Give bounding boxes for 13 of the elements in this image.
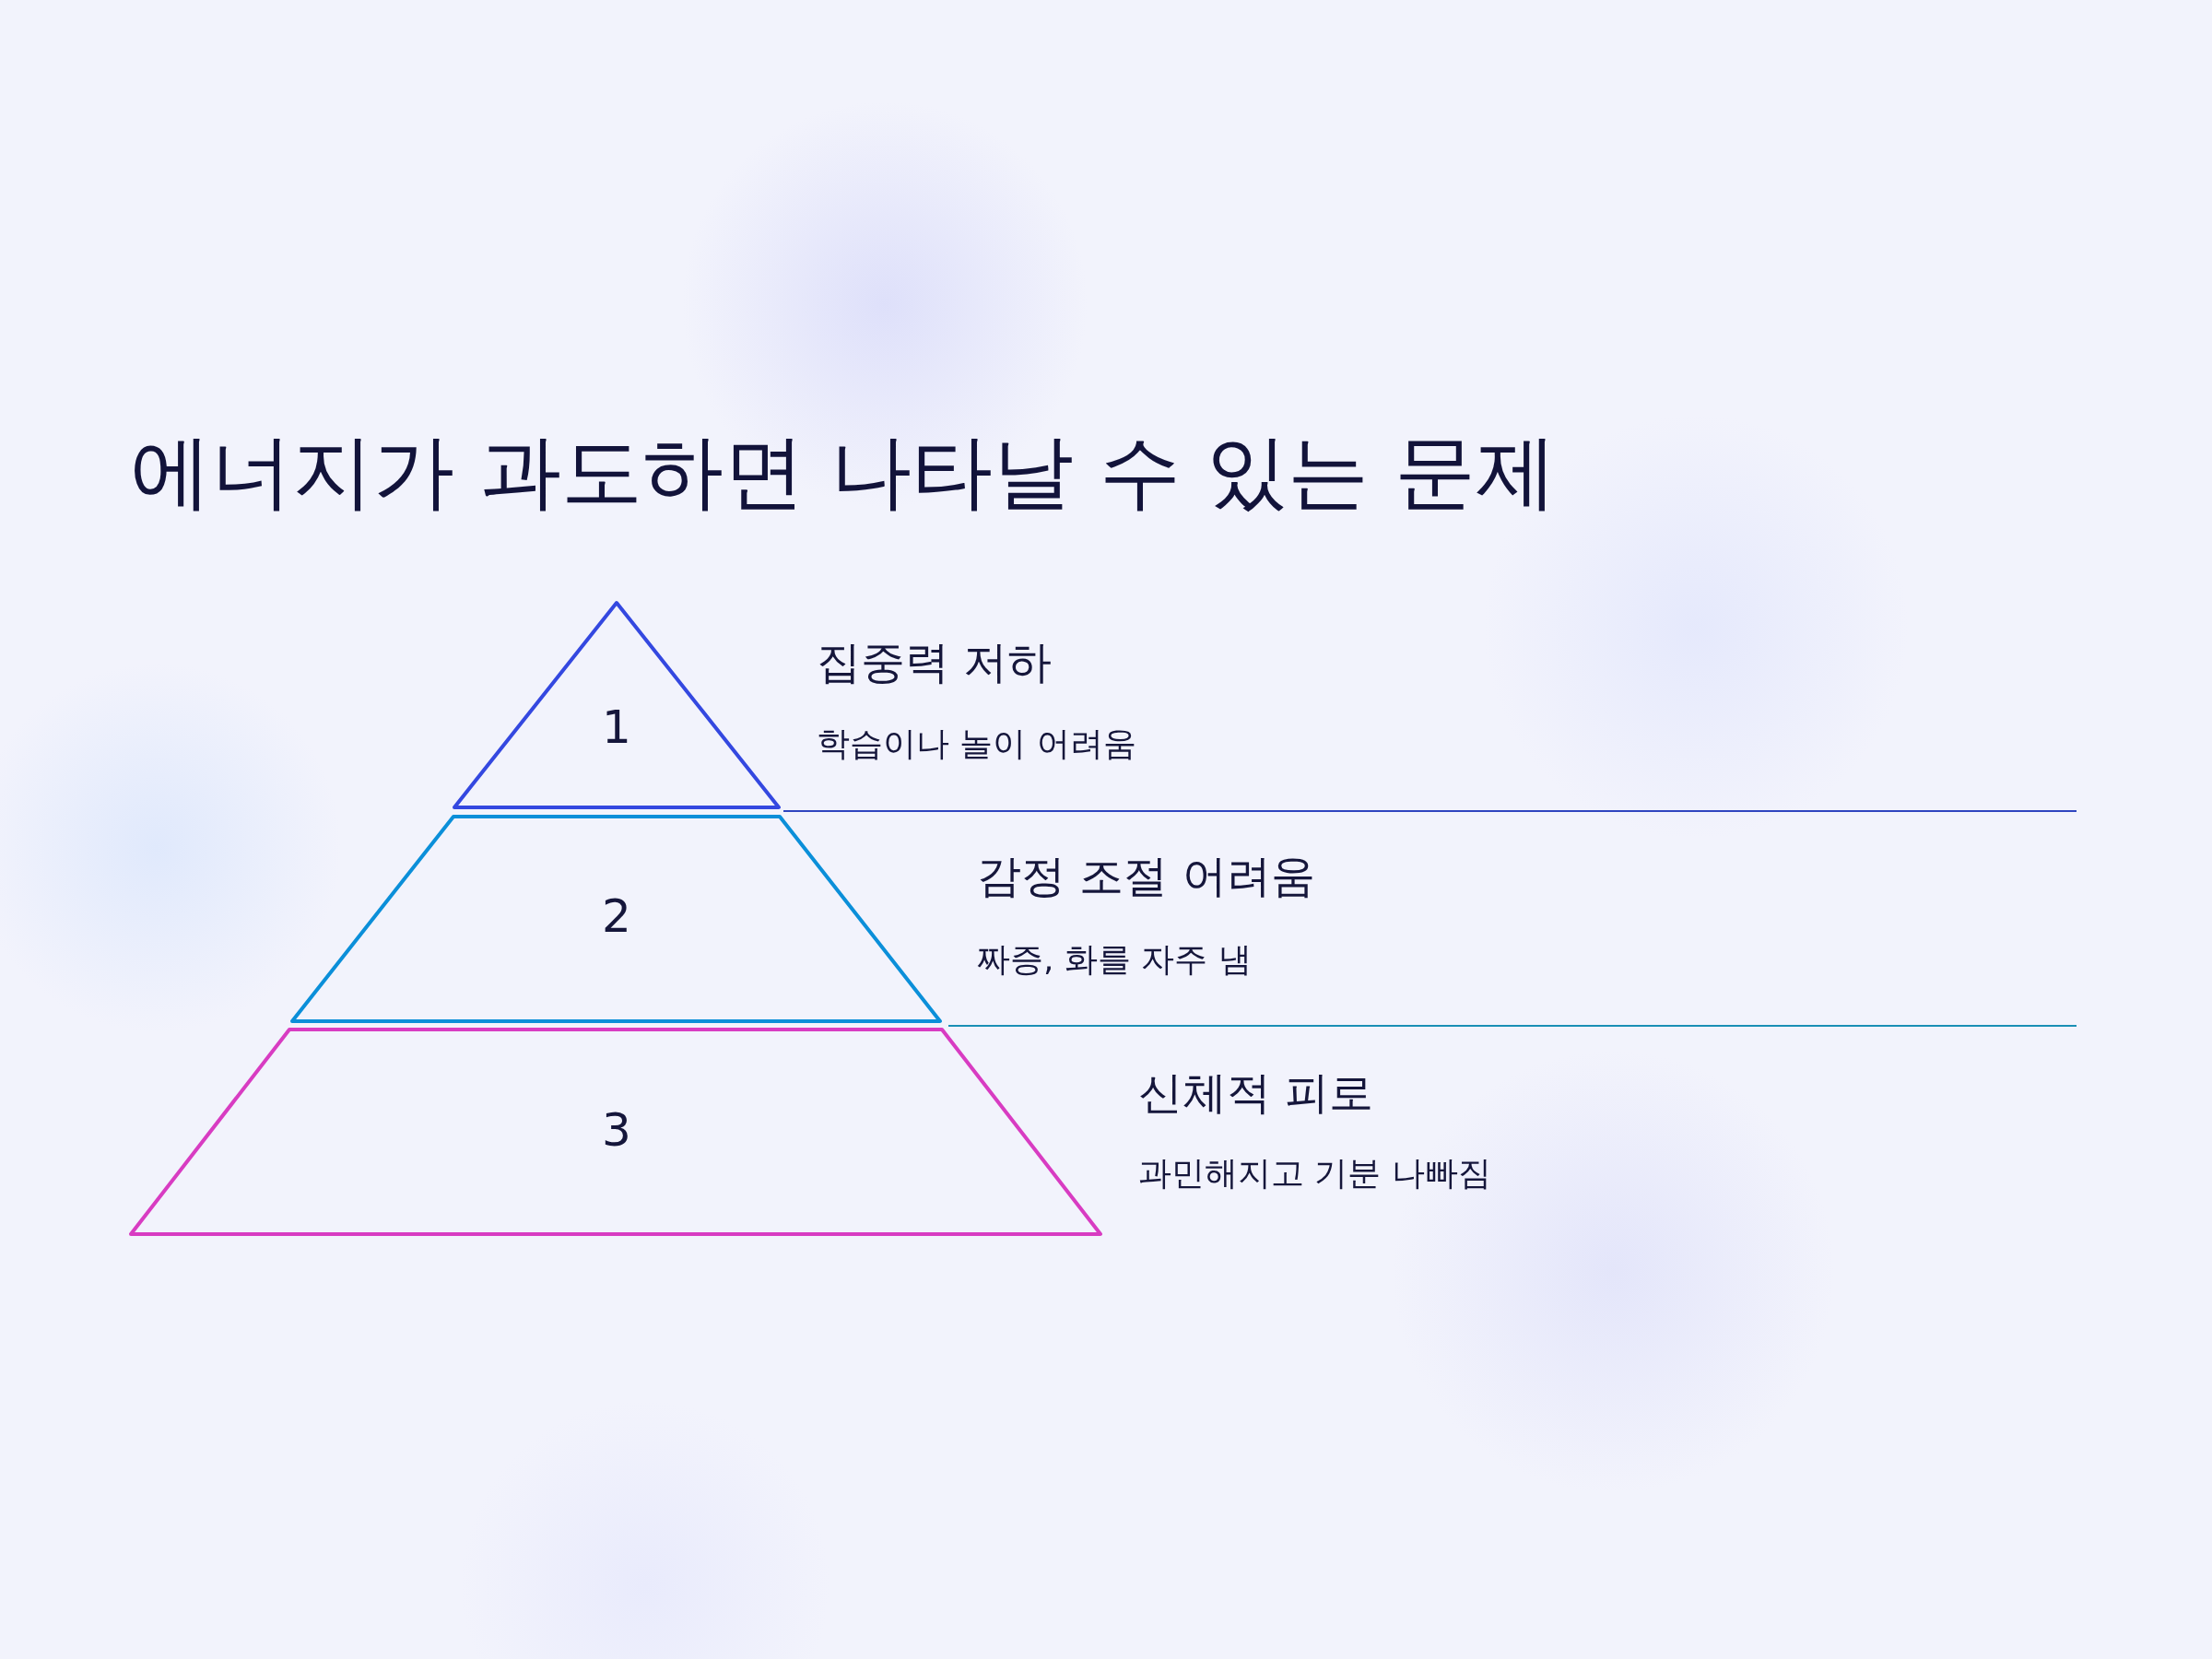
- pyramid-tier: [127, 1026, 1104, 1238]
- tier-heading: 집중력 저하: [817, 635, 1053, 689]
- tier-number: 3: [602, 1102, 631, 1158]
- tier-description: 짜증, 화를 자주 냄: [977, 938, 1252, 980]
- tier-heading: 감정 조절 어려움: [977, 849, 1315, 903]
- tier-description: 과민해지고 기분 나빠짐: [1138, 1152, 1491, 1194]
- pyramid-top-triangle: [451, 599, 782, 811]
- tier-number: 2: [602, 888, 631, 944]
- tier-number: 1: [602, 700, 631, 755]
- tier-heading: 신체적 피로: [1138, 1065, 1374, 1120]
- tier-description: 학습이나 놀이 어려움: [817, 723, 1136, 764]
- title: 에너지가 과도하면 나타날 수 있는 문제: [130, 423, 1557, 521]
- pyramid-tier: [288, 813, 944, 1025]
